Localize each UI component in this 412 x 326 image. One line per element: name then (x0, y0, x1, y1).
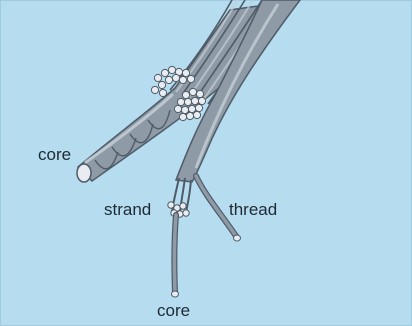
main-rope-end (77, 164, 91, 182)
core-wire-end (172, 291, 179, 297)
label-strand: strand (104, 201, 151, 218)
label-thread: thread (229, 201, 277, 218)
thread-wire-end (234, 235, 241, 241)
core-wire-inner (174, 215, 176, 292)
label-core-bottom: core (157, 302, 190, 319)
label-core-top: core (38, 146, 71, 163)
